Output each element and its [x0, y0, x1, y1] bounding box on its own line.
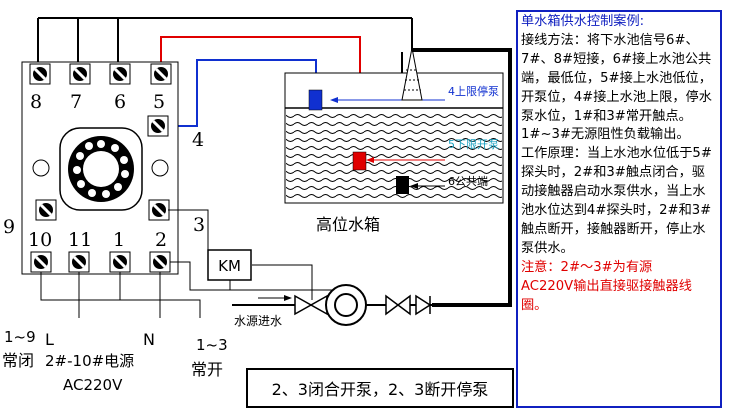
nc-range-label: 1~9	[4, 328, 36, 346]
notes-panel: 单水箱供水控制案例: 接线方法：将下水池信号6#、7#、8#短接，6#接上水池公…	[516, 10, 722, 408]
voltage-label: AC220V	[63, 376, 123, 394]
summary-box: 2、3闭合开泵，2、3断开停泵	[246, 368, 514, 408]
pin-label-5: 5	[153, 91, 165, 113]
upper-limit-label: 4上限停泵	[448, 84, 499, 98]
no-label: 常开	[191, 360, 223, 379]
upper-probe	[308, 89, 323, 111]
valve-icon	[294, 294, 328, 316]
high-tank: 4上限停泵 5下限开泵 6公共端	[284, 72, 504, 204]
pin-label-1: 1	[113, 229, 125, 251]
notes-principle: 工作原理：当上水池水位低于5#探头时，2#和3#触点闭合，驱动接触器启动水泵供水…	[521, 146, 712, 256]
pin-label-8: 8	[30, 91, 42, 113]
inlet-label: 水源进水	[234, 314, 282, 328]
pin-label-7: 7	[70, 91, 82, 113]
pin-label-6: 6	[114, 91, 126, 113]
nc-label: 常闭	[2, 351, 34, 370]
contactor-km: KM	[207, 249, 252, 281]
spray-nozzle-icon	[401, 47, 423, 101]
common-label: 6公共端	[448, 175, 488, 188]
terminal-10	[30, 251, 52, 273]
summary-text: 2、3闭合开泵，2、3断开停泵	[271, 380, 489, 399]
neutral-line-label: N	[143, 330, 155, 349]
terminal-8	[29, 63, 51, 85]
tank-title: 高位水箱	[316, 215, 380, 234]
pump-icon	[325, 284, 367, 326]
terminal-6	[109, 63, 131, 85]
pin-label-11: 11	[68, 229, 92, 251]
terminal-2	[149, 251, 171, 273]
pin-label-9: 9	[3, 216, 15, 238]
terminal-5	[150, 63, 172, 85]
terminal-1	[109, 251, 131, 273]
notes-load: 1#~3#无源阻性负载输出。	[521, 127, 690, 143]
lower-limit-label: 5下限开泵	[448, 138, 499, 151]
relay-body	[21, 61, 179, 275]
terminal-3	[148, 199, 170, 221]
relay-socket-icon	[59, 127, 143, 211]
check-valve-icon	[415, 294, 432, 316]
pin-label-3: 3	[193, 214, 205, 236]
terminal-7	[69, 63, 91, 85]
notes-wiring: 接线方法：将下水池信号6#、7#、8#短接，6#接上水池公共端，最低位，5#接上…	[521, 32, 712, 124]
notes-title: 单水箱供水控制案例:	[521, 14, 645, 29]
notes-caution-detail: AC220V输出直接驱接触器线圈。	[521, 278, 692, 313]
pin-label-4: 4	[192, 129, 204, 151]
notes-caution: 注意：2#～3#为有源	[521, 259, 653, 275]
no-range-label: 1~3	[196, 336, 228, 354]
lower-probe	[352, 151, 367, 171]
common-probe	[396, 176, 409, 194]
terminal-9	[35, 199, 57, 221]
gate-valve-icon	[385, 294, 411, 316]
live-line-label: L	[45, 330, 54, 349]
pin-label-10: 10	[28, 229, 52, 251]
terminal-4	[147, 115, 169, 137]
inlet-arrow-icon	[258, 295, 292, 301]
power-label: 2#-10#电源	[45, 352, 134, 370]
pin-label-2: 2	[155, 229, 167, 251]
contactor-label: KM	[218, 257, 241, 275]
terminal-11	[68, 251, 90, 273]
